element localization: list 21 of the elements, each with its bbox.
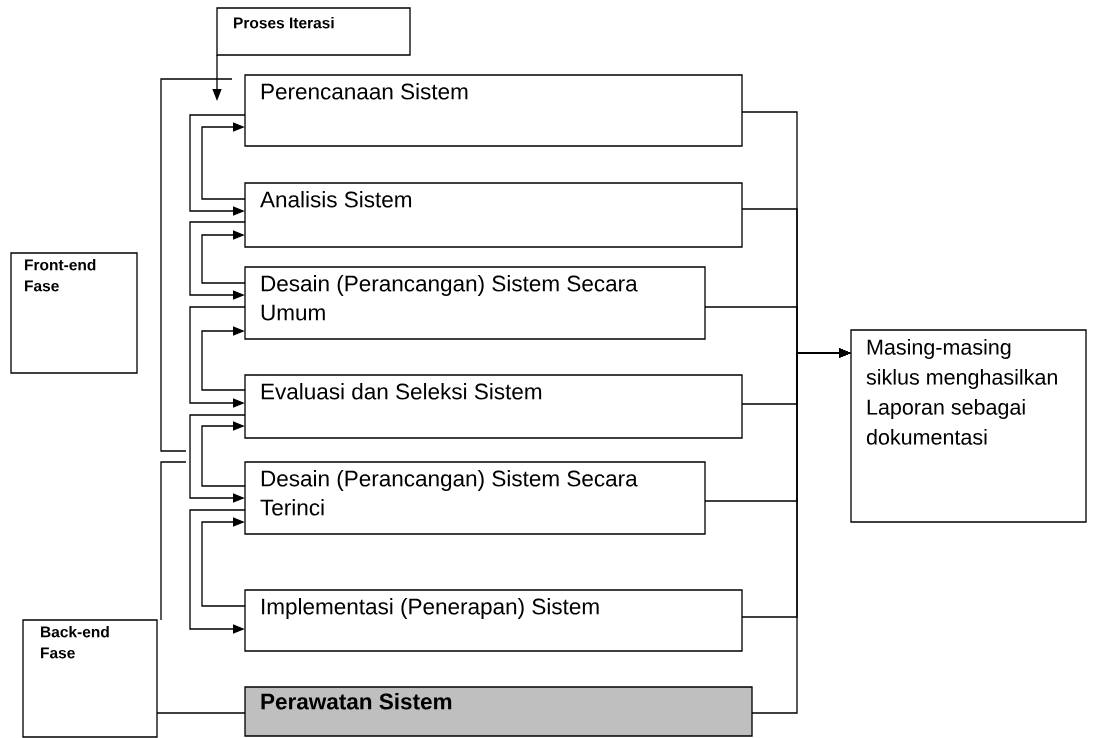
process-box: Desain (Perancangan) Sistem Secara Terinci	[244, 461, 706, 535]
arrow	[201, 326, 246, 391]
note-box: Masing-masing siklus menghasilkan Laporan sebagai dokumentasi	[850, 329, 1087, 523]
process-box: Perencanaan Sistem	[244, 74, 743, 147]
label-box: Front-end Fase	[10, 252, 138, 374]
process-box: Evaluasi dan Seleksi Sistem	[244, 374, 743, 439]
label-box: Proses Iterasi	[216, 7, 411, 56]
arrow	[189, 221, 246, 300]
process-box: Desain (Perancangan) Sistem Secara Umum	[244, 266, 706, 340]
arrow	[201, 517, 246, 607]
arrow	[201, 230, 246, 284]
label-box: Back-end Fase	[22, 619, 158, 738]
arrow	[189, 114, 246, 216]
arrow	[201, 421, 246, 487]
process-box: Perawatan Sistem	[244, 686, 753, 737]
process-box: Implementasi (Penerapan) Sistem	[244, 589, 743, 652]
arrow	[189, 414, 246, 503]
process-box: Analisis Sistem	[244, 182, 743, 248]
arrow	[189, 306, 246, 408]
arrow	[189, 509, 246, 634]
arrow	[201, 122, 246, 200]
